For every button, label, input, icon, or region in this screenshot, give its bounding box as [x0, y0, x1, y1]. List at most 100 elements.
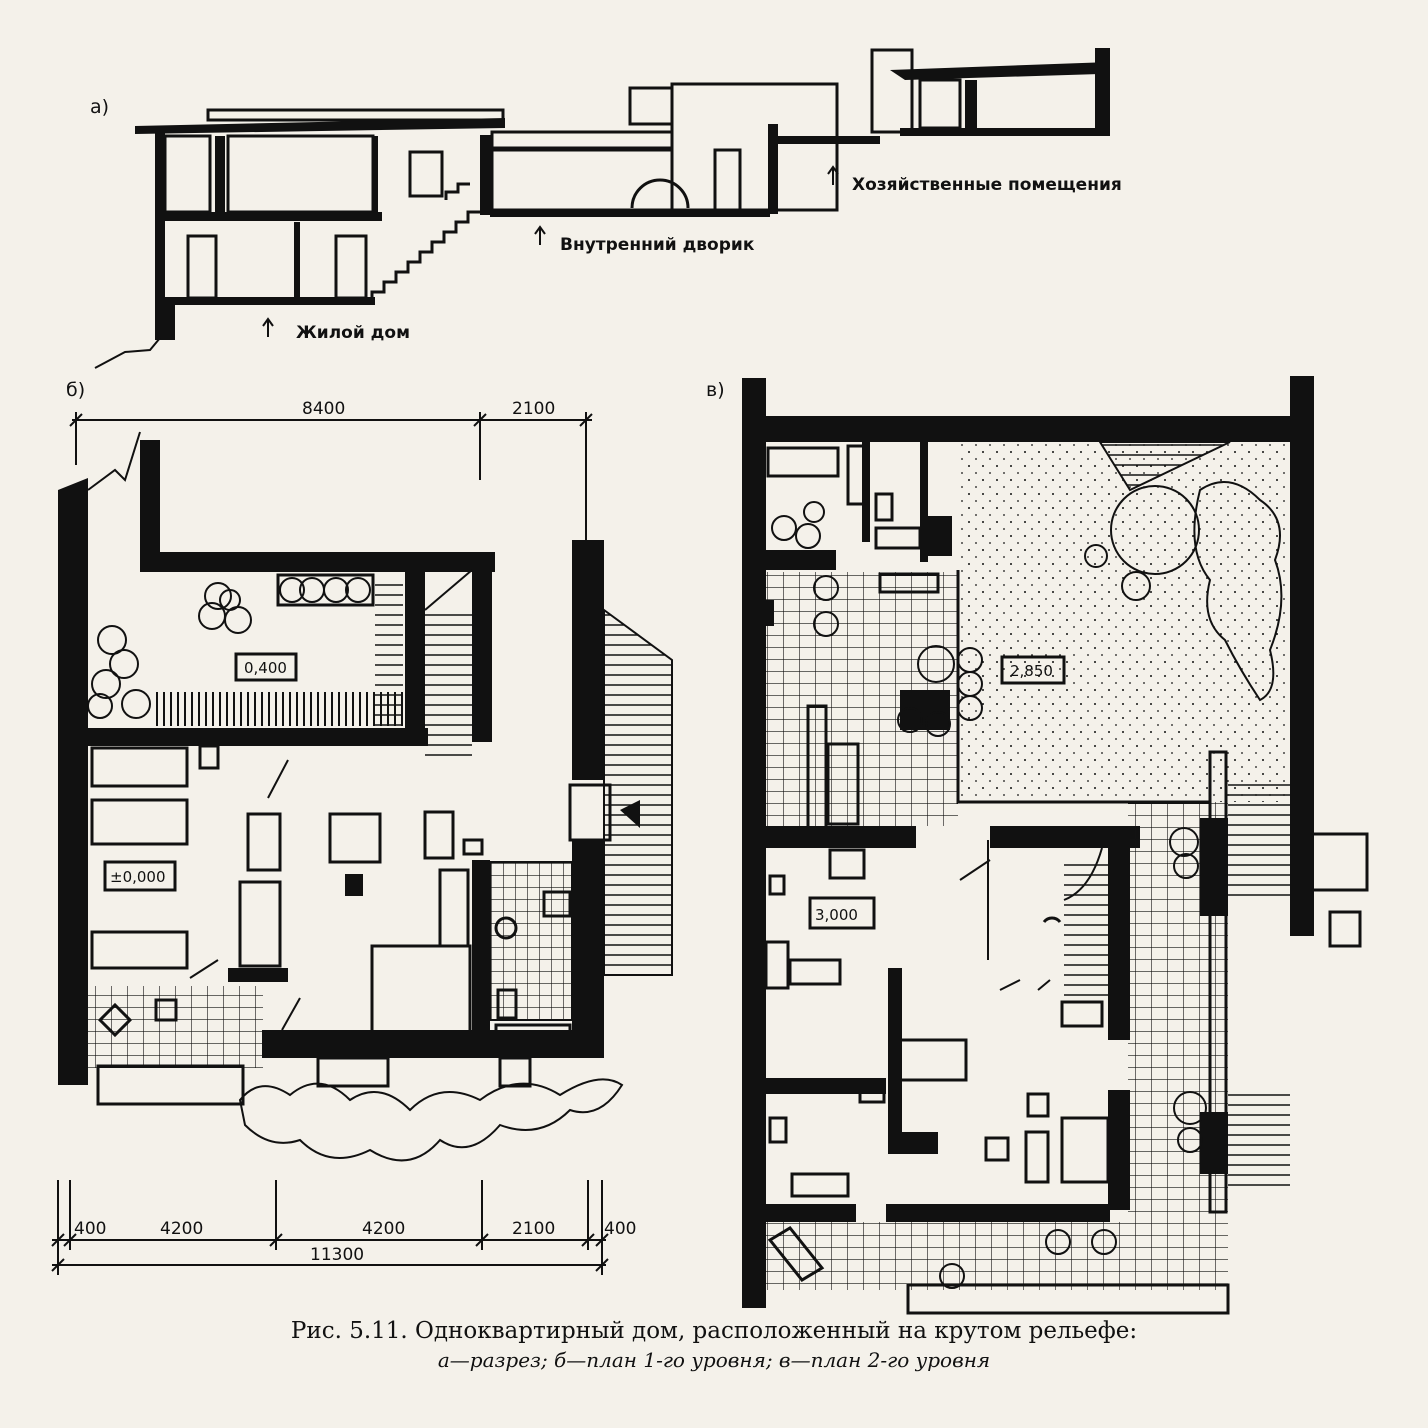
section-service-door: [713, 148, 742, 212]
service-counter: [766, 446, 840, 478]
east-pier-1: [1200, 818, 1228, 916]
south-terrace-paving: [88, 986, 263, 1068]
section-ground-line: [94, 337, 161, 369]
section-service-slab: [770, 136, 880, 144]
living-cabinet: [246, 812, 282, 872]
section-partition-2: [372, 136, 378, 212]
living-east-wall: [1108, 1090, 1130, 1210]
hall-cabinet: [423, 810, 455, 860]
entrance-door: [568, 783, 612, 842]
dim-top-2100: 2100: [512, 399, 555, 419]
service-tub: [874, 526, 922, 550]
level1-stair-edge: [424, 569, 473, 611]
level2-east-inner-wall: [1108, 830, 1130, 1040]
level1-west-wall: [58, 478, 88, 1085]
bedroom-shelf: [462, 838, 484, 856]
bathroom-tiles: [489, 861, 573, 1021]
courtyard-tree: [1084, 485, 1200, 601]
terrace-chair: [154, 998, 178, 1022]
living-sofa-1: [90, 746, 189, 788]
level2-panel-marker: в): [706, 379, 725, 401]
level-box-terrace: [234, 652, 298, 682]
level-box-courtyard: [1000, 655, 1066, 685]
level1-south-wall: [262, 1030, 604, 1058]
courtyard-gravel: [958, 442, 1290, 802]
dimension-ticks: [51, 1233, 609, 1272]
service-stove: [846, 444, 868, 506]
gallery-seat: [826, 742, 860, 826]
level1-outdoor-stair: [603, 608, 673, 976]
east-stair-lower: [1228, 1090, 1290, 1190]
living-chair: [1026, 1092, 1050, 1118]
bottom-dimension-lines: [52, 1180, 606, 1275]
level1-east-wall-upper: [572, 540, 604, 780]
section-partition-1: [215, 136, 225, 212]
level2-east-wall: [1290, 376, 1314, 936]
section-stair-upper: [444, 182, 470, 200]
level1-panel-marker: б): [66, 379, 85, 401]
service-toilet: [874, 492, 894, 522]
label-inner-courtyard: Внутренний дворик: [560, 235, 755, 255]
arrow-up-icon: [827, 165, 839, 185]
living-sofa: [1060, 1116, 1110, 1184]
dim-bottom-4200-a: 4200: [160, 1219, 203, 1239]
plan-level-1: б) 8400 2100 0,400: [51, 379, 673, 1275]
living-console: [1060, 1000, 1104, 1028]
section-shed-roof: [890, 62, 1110, 136]
level2-south-wall-1: [766, 1204, 856, 1222]
section-lower-partition: [294, 222, 300, 298]
upper-armchair: [1042, 916, 1062, 924]
bedroom-bed-2: [790, 1172, 850, 1198]
upper-chair: [768, 874, 786, 896]
level-ground: ±0,000: [110, 868, 166, 886]
top-dimension-lines: [72, 412, 592, 540]
bathroom-sink: [542, 890, 572, 918]
label-living-house: Жилой дом: [296, 323, 410, 343]
level-terrace-low: 0,400: [244, 659, 287, 677]
level2-mid-wall-1: [766, 826, 916, 848]
living-wardrobe: [238, 880, 282, 968]
caption-legend: а—разрез; б—план 1-го уровня; в—план 2-г…: [437, 1348, 991, 1372]
dining-table: [898, 1038, 968, 1082]
upper-cabinet: [764, 940, 790, 990]
section-upper-door: [408, 150, 444, 198]
bedroom-nightstand: [768, 1116, 788, 1144]
section-foundation: [155, 300, 175, 340]
level1-living-north-wall: [88, 728, 428, 746]
bedroom-stand: [345, 874, 363, 896]
level1-stair-wall: [472, 552, 492, 742]
level1-east-wall-lower: [572, 840, 604, 1058]
gallery-table: [900, 690, 950, 730]
level2-inner-wall-1: [766, 550, 836, 570]
level2-east-step: [1328, 910, 1362, 948]
section-upper-room-2: [226, 134, 375, 214]
east-stair-upper: [1228, 780, 1290, 900]
level2-mid-wall-2: [990, 826, 1140, 848]
gallery-bench: [878, 572, 940, 594]
bedroom-north-wall: [766, 1078, 886, 1094]
living-chair: [198, 744, 220, 770]
level2-south-terrace: [766, 1222, 1228, 1290]
section-courtyard-space: [490, 148, 674, 212]
level-box-ground: [103, 860, 177, 892]
courtyard-shrub: [1193, 481, 1283, 702]
entrance-triangle-icon: [620, 800, 640, 828]
section-courtyard-canopy: [490, 130, 674, 150]
section-middle-slab: [160, 212, 382, 221]
level1-door-swings: [189, 759, 301, 1031]
terrace-plants: [87, 577, 371, 719]
section-service-wall: [768, 124, 778, 214]
east-railing: [1208, 750, 1228, 1214]
level2-south-wall-2: [886, 1204, 1110, 1222]
terrace-pots: [939, 1229, 1117, 1289]
section-shed-partition: [965, 80, 977, 130]
section-right-wall: [480, 135, 492, 215]
section-arch: [630, 178, 690, 209]
section-upper-room-1: [163, 134, 212, 214]
arrow-up-icon: [534, 225, 546, 245]
living-pier: [888, 1132, 938, 1154]
upper-partitions: [959, 840, 1051, 991]
terrace-table: [97, 1002, 133, 1038]
terrace-bench: [276, 573, 375, 607]
